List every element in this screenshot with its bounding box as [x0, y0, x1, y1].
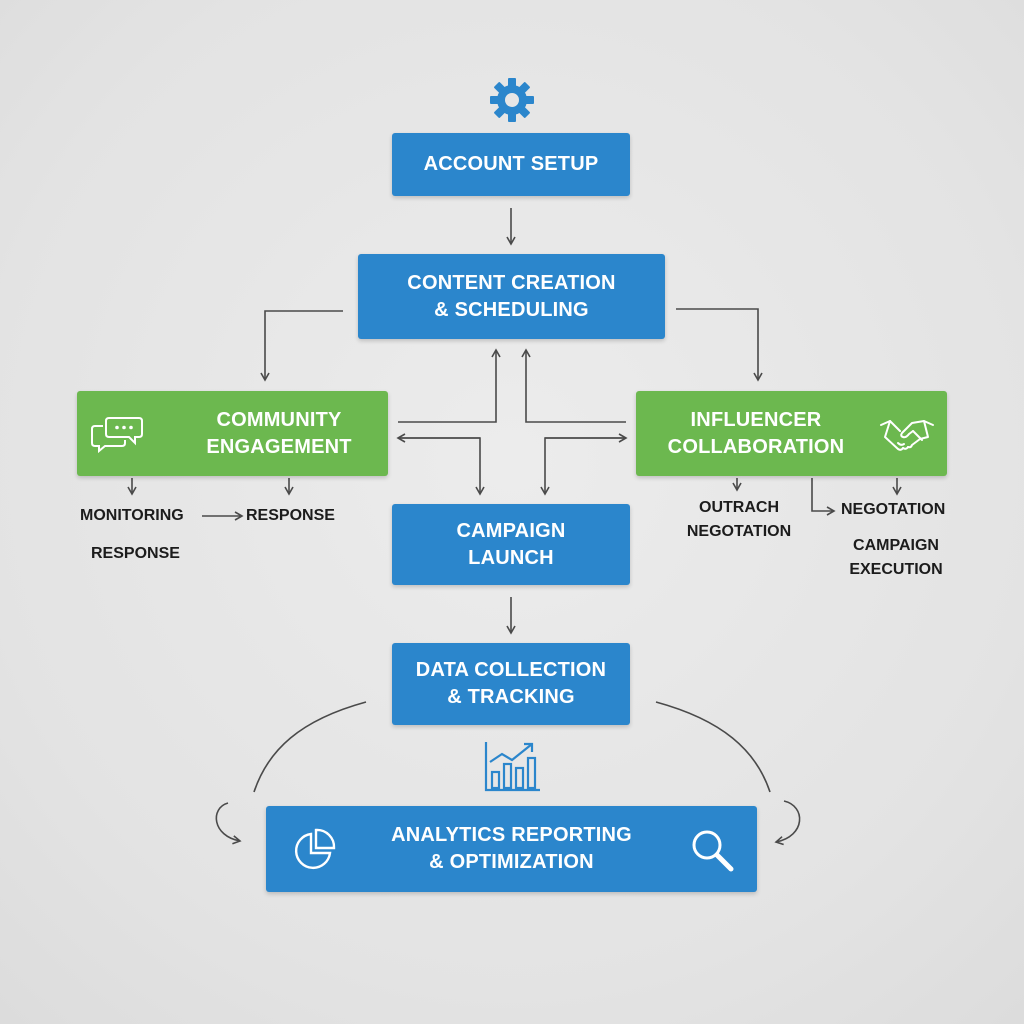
- influencer-sub-campaign-execution-line1: CAMPAIGN: [853, 537, 939, 554]
- account-setup-node: ACCOUNT SETUP: [392, 133, 630, 196]
- influencer-collaboration-node: INFLUENCER COLLABORATION: [636, 391, 947, 476]
- community-sub-response-inline: RESPONSE: [246, 507, 335, 524]
- arrow-mid-to-content-left: [398, 348, 501, 423]
- gear-icon: [490, 78, 534, 122]
- content-creation-label-line1: CONTENT CREATION: [407, 271, 616, 294]
- influencer-collaboration-label-line1: INFLUENCER: [690, 409, 822, 431]
- loop-arrow-right: [774, 800, 801, 846]
- data-collection-node: DATA COLLECTION & TRACKING: [392, 643, 630, 725]
- data-collection-label-line1: DATA COLLECTION: [415, 659, 607, 681]
- influencer-sub-negotiation: NEGOTATION: [841, 501, 946, 518]
- community-engagement-label-line2: ENGAGEMENT: [206, 436, 352, 458]
- community-sub-response-below: RESPONSE: [91, 545, 180, 562]
- campaign-launch-label-line2: LAUNCH: [468, 546, 554, 569]
- arrow-mid-to-content-right: [521, 348, 626, 423]
- arrow-mid-to-launch-left: [400, 437, 485, 496]
- influencer-sub-outreach: OUTRACH NEGOTATION: [684, 496, 794, 544]
- arc-left: [253, 701, 367, 793]
- influencer-sub-campaign-execution: CAMPAIGN EXECUTION: [842, 534, 950, 582]
- handshake-icon: [880, 420, 934, 451]
- arrow-content-to-influencer: [676, 308, 763, 382]
- loop-arrow-left: [215, 802, 242, 845]
- analytics-node: ANALYTICS REPORTING & OPTIMIZATION: [266, 806, 757, 892]
- analytics-label-line1: ANALYTICS REPORTING: [391, 824, 632, 846]
- data-collection-label-line2: & TRACKING: [447, 686, 575, 708]
- arrow-content-to-community: [260, 310, 343, 382]
- arrow-mid-to-launch-right: [540, 437, 626, 496]
- community-sub-monitoring: MONITORING: [80, 507, 184, 524]
- influencer-sub-outreach-line1: OUTRACH: [699, 499, 779, 516]
- bar-chart-trend-icon: [484, 742, 540, 792]
- influencer-sub-campaign-execution-line2: EXECUTION: [849, 561, 943, 578]
- content-creation-label-line2: & SCHEDULING: [434, 298, 589, 321]
- content-creation-node: CONTENT CREATION & SCHEDULING: [358, 254, 665, 339]
- pie-chart-icon: [294, 828, 336, 870]
- analytics-label-line2: & OPTIMIZATION: [429, 851, 594, 873]
- campaign-launch-label-line1: CAMPAIGN: [456, 519, 566, 542]
- campaign-launch-node: CAMPAIGN LAUNCH: [392, 504, 630, 585]
- community-engagement-node: COMMUNITY ENGAGEMENT: [77, 391, 388, 476]
- community-engagement-label-line1: COMMUNITY: [216, 409, 342, 431]
- account-setup-label: ACCOUNT SETUP: [423, 153, 599, 175]
- influencer-sub-outreach-line2: NEGOTATION: [686, 523, 792, 540]
- magnifier-icon: [692, 830, 734, 872]
- arrow-influencer-to-negotiation-a: [811, 478, 836, 516]
- arc-right: [655, 701, 771, 793]
- influencer-collaboration-label-line2: COLLABORATION: [667, 436, 845, 458]
- chat-bubbles-icon: [91, 417, 143, 453]
